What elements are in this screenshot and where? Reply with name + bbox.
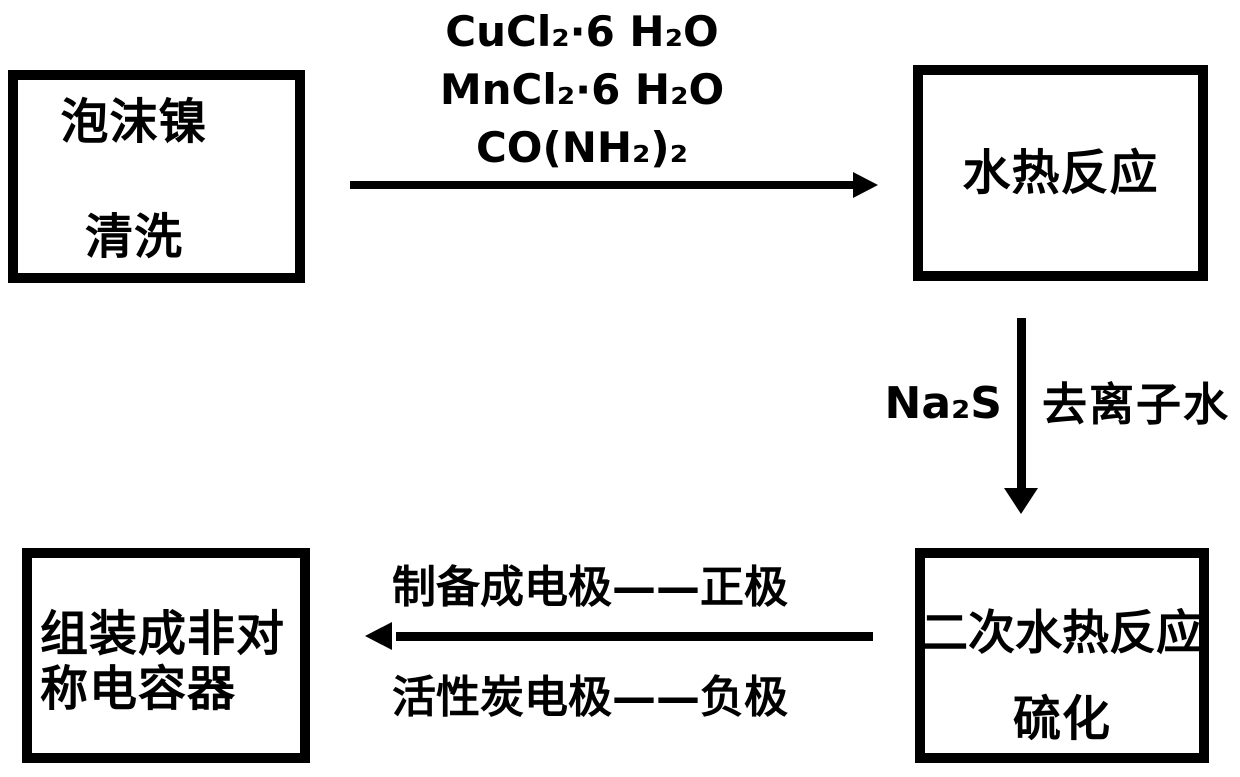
right-arrowhead-icon [853,172,878,198]
process-box-hydrothermal: 水热反应 [913,65,1208,281]
process-box-capacitor: 组装成非对 称电容器 [22,548,310,763]
reagent-cucl2: CuCl₂·6 H₂O [445,7,719,56]
second-hydrothermal-label: 二次水热反应 [921,606,1203,661]
process-box-second-hydrothermal: 二次水热反应 硫化 [915,548,1209,763]
nickel-foam-label: 泡沫镍 [60,94,208,150]
capacitor-label-line2: 称电容器 [40,660,237,717]
left-arrowhead-icon [365,622,392,650]
process-box-nickel-foam: 泡沫镍 清洗 [8,70,305,283]
positive-electrode-label: 制备成电极——正极 [392,562,788,613]
na2s-label: Na₂S [884,378,1002,429]
reagent-list: CuCl₂·6 H₂O MnCl₂·6 H₂O CO(NH₂)₂ [337,3,827,177]
capacitor-label-line1: 组装成非对 [40,605,286,662]
right-arrow-line [350,181,855,189]
reagent-mncl2: MnCl₂·6 H₂O [439,65,725,114]
hydrothermal-label: 水热反应 [962,145,1159,201]
down-arrowhead-icon [1004,488,1038,514]
down-arrow-line [1017,318,1026,490]
cleaning-label: 清洗 [84,209,183,265]
sulfurization-label: 硫化 [1012,691,1111,747]
deionized-water-label: 去离子水 [1042,378,1231,431]
left-arrow-line [396,632,873,641]
negative-electrode-label: 活性炭电极——负极 [392,672,788,723]
reagent-urea: CO(NH₂)₂ [475,123,688,172]
